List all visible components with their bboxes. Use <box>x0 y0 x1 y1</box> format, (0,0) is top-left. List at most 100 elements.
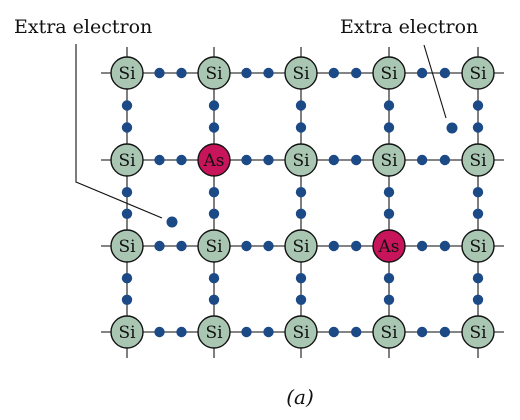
si-label-3-0: Si <box>118 323 136 343</box>
electron-v-2-0-1 <box>121 294 133 305</box>
electron-v-2-1-1 <box>208 294 220 305</box>
electron-v-2-1-0 <box>208 273 220 284</box>
electron-h-1-0-0 <box>154 154 165 166</box>
electron-h-2-1-1 <box>263 240 274 252</box>
electron-h-0-1-1 <box>263 67 274 79</box>
dopant-atom-1-1 <box>197 143 231 177</box>
electron-h-2-1-0 <box>241 240 252 252</box>
si-atom-2-4 <box>461 229 495 263</box>
si-atom-0-4 <box>461 56 495 90</box>
si-label-3-3: Si <box>380 323 398 343</box>
electron-h-3-0-1 <box>176 326 187 338</box>
bond-lines <box>101 47 504 358</box>
electron-h-3-1-0 <box>241 326 252 338</box>
electron-h-1-1-0 <box>241 154 252 166</box>
electron-v-1-2-0 <box>295 187 307 198</box>
electron-h-0-1-0 <box>241 67 252 79</box>
electron-h-3-2-0 <box>328 326 339 338</box>
electron-h-1-2-1 <box>351 154 362 166</box>
electron-v-0-1-0 <box>208 100 220 111</box>
si-label-0-3: Si <box>380 64 398 84</box>
dopant-atom-2-3 <box>372 229 406 263</box>
electron-h-0-2-0 <box>328 67 339 79</box>
si-atom-0-3 <box>372 56 406 90</box>
si-atom-0-1 <box>197 56 231 90</box>
bond-electrons <box>121 67 484 338</box>
electron-h-0-2-1 <box>351 67 362 79</box>
electron-v-2-3-1 <box>383 294 395 305</box>
dopant-label-2-3: As <box>377 237 399 257</box>
electron-v-1-0-1 <box>121 208 133 219</box>
si-label-3-4: Si <box>469 323 487 343</box>
si-atom-1-4 <box>461 143 495 177</box>
electron-h-3-0-0 <box>154 326 165 338</box>
electron-h-2-0-0 <box>154 240 165 252</box>
si-label-0-0: Si <box>118 64 136 84</box>
electron-v-0-2-1 <box>295 122 307 133</box>
si-label-1-0: Si <box>118 151 136 171</box>
electron-h-1-0-1 <box>176 154 187 166</box>
si-atom-1-3 <box>372 143 406 177</box>
electron-v-0-3-1 <box>383 122 395 133</box>
si-atom-3-4 <box>461 315 495 349</box>
electron-v-0-0-0 <box>121 100 133 111</box>
electron-v-2-2-1 <box>295 294 307 305</box>
si-label-3-1: Si <box>205 323 223 343</box>
dopant-label-1-1: As <box>202 151 224 171</box>
electron-h-1-3-1 <box>439 154 451 166</box>
si-label-0-4: Si <box>469 64 487 84</box>
si-atom-3-2 <box>284 315 318 349</box>
leader-left <box>75 44 163 219</box>
si-label-1-3: Si <box>380 151 398 171</box>
electron-v-1-3-1 <box>383 208 395 219</box>
electron-v-2-3-0 <box>383 273 395 284</box>
si-atom-3-3 <box>372 315 406 349</box>
electron-v-0-4-1 <box>472 122 484 133</box>
electron-h-2-0-1 <box>176 240 187 252</box>
electron-h-2-2-1 <box>351 240 362 252</box>
electron-v-0-3-0 <box>383 100 395 111</box>
leader-right <box>423 44 447 119</box>
si-atom-2-0 <box>110 229 144 263</box>
si-label-2-0: Si <box>118 237 136 257</box>
extra-electron-label-right: Extra electron <box>340 16 478 38</box>
electron-h-0-3-0 <box>416 67 428 79</box>
electron-h-1-1-1 <box>263 154 274 166</box>
electron-v-2-4-0 <box>472 273 484 284</box>
electron-h-3-3-1 <box>439 326 451 338</box>
si-atom-2-2 <box>284 229 318 263</box>
si-label-3-2: Si <box>292 323 310 343</box>
extra-electron-right <box>446 122 458 134</box>
electron-v-0-0-1 <box>121 122 133 133</box>
si-label-2-1: Si <box>205 237 223 257</box>
electron-v-1-3-0 <box>383 187 395 198</box>
figure-caption: (a) <box>286 385 314 409</box>
electron-v-1-2-1 <box>295 208 307 219</box>
electron-v-1-0-0 <box>121 187 133 198</box>
si-label-2-4: Si <box>469 237 487 257</box>
electron-v-0-2-0 <box>295 100 307 111</box>
electron-v-1-4-0 <box>472 187 484 198</box>
electron-v-0-1-1 <box>208 122 220 133</box>
electron-h-2-3-0 <box>416 240 428 252</box>
electron-h-0-3-1 <box>439 67 451 79</box>
si-label-1-2: Si <box>292 151 310 171</box>
si-atom-3-0 <box>110 315 144 349</box>
si-atom-1-0 <box>110 143 144 177</box>
electron-v-0-4-0 <box>472 100 484 111</box>
si-atom-0-2 <box>284 56 318 90</box>
extra-electron-label-left: Extra electron <box>14 16 152 38</box>
si-atom-3-1 <box>197 315 231 349</box>
extra-electron-left <box>166 216 178 228</box>
si-atom-2-1 <box>197 229 231 263</box>
electron-h-3-3-0 <box>416 326 428 338</box>
electron-v-1-1-0 <box>208 187 220 198</box>
electron-h-1-3-0 <box>416 154 428 166</box>
si-label-2-2: Si <box>292 237 310 257</box>
electron-v-2-0-0 <box>121 273 133 284</box>
si-label-0-1: Si <box>205 64 223 84</box>
electron-v-1-1-1 <box>208 208 220 219</box>
si-label-0-2: Si <box>292 64 310 84</box>
electron-h-1-2-0 <box>328 154 339 166</box>
